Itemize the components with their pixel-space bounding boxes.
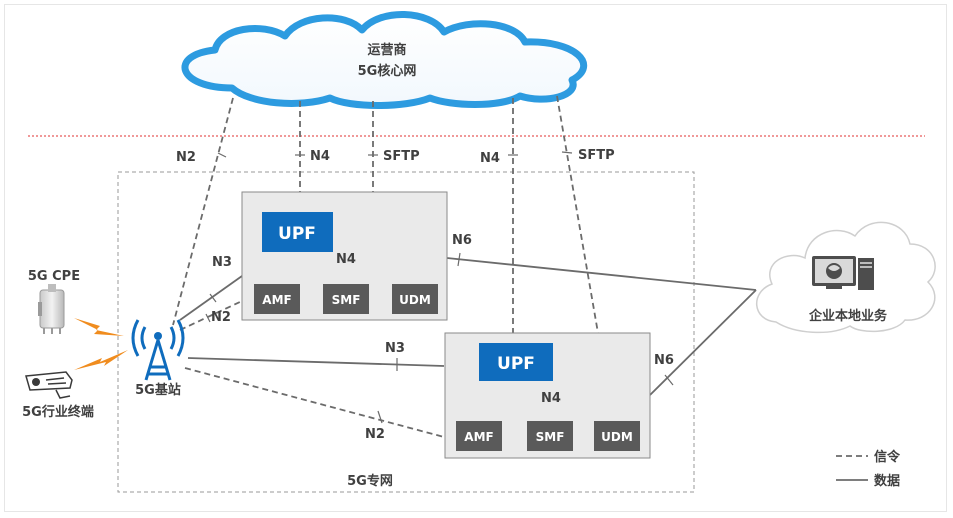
- base-station-label: 5G基站: [135, 382, 181, 398]
- amf-label-1: AMF: [262, 293, 291, 307]
- computer-icon: [812, 256, 874, 290]
- tick-sftp-right: [561, 151, 573, 154]
- udm-label-2: UDM: [601, 430, 633, 444]
- smf-label-1: SMF: [332, 293, 361, 307]
- smf-node-2: [527, 421, 573, 451]
- core-box-2: UPF N4 AMF SMF UDM: [444, 332, 651, 459]
- upf-label-2: UPF: [497, 354, 535, 374]
- cpe-label: 5G CPE: [28, 269, 80, 284]
- tick-n6-box1: [457, 252, 461, 267]
- tick-n3-upper: [209, 293, 217, 303]
- udm-node-1: [392, 284, 438, 314]
- upf-label-1: UPF: [278, 224, 316, 244]
- upf-node-1: [262, 212, 333, 252]
- label-n4-box1: N4: [336, 252, 356, 267]
- private-network-region: [117, 171, 695, 493]
- label-sftp-left: SFTP: [383, 149, 420, 164]
- lightning-bolt-cpe: [74, 318, 124, 336]
- label-n3-lower: N3: [385, 341, 405, 356]
- enterprise-label: 企业本地业务: [808, 308, 888, 324]
- n3-line-gnb-to-box1: [179, 275, 243, 321]
- upf-node-2: [479, 343, 553, 381]
- smf-label-2: SMF: [536, 430, 565, 444]
- legend: 信令 数据: [836, 449, 901, 489]
- udm-node-2: [594, 421, 640, 451]
- label-n6-box1: N6: [452, 233, 472, 248]
- label-n4-box2: N4: [541, 391, 561, 406]
- label-n6-box2: N6: [654, 353, 674, 368]
- n2-line-gnb-to-box1: [179, 300, 243, 331]
- label-n2-upper: N2: [211, 310, 231, 325]
- amf-label-2: AMF: [464, 430, 493, 444]
- camera-terminal-icon: [25, 371, 73, 399]
- enterprise-cloud: 企业本地业务: [755, 221, 936, 334]
- n2-line-gnb-to-box2: [184, 367, 445, 438]
- tick-n2-top: [217, 152, 227, 158]
- n6-line-box1-to-enterprise: [446, 257, 757, 291]
- label-n2-lower: N2: [365, 427, 385, 442]
- label-n4-top-left: N4: [310, 149, 330, 164]
- amf-node-2: [456, 421, 502, 451]
- base-station-icon: [131, 319, 185, 381]
- terminal-label: 5G行业终端: [22, 404, 94, 420]
- tick-n2-upper: [205, 313, 211, 323]
- amf-node-1: [254, 284, 300, 314]
- sftp-line-core-to-box2: [556, 95, 599, 334]
- cpe-device-icon: [38, 284, 65, 334]
- lightning-bolt-terminal: [74, 350, 128, 370]
- tick-n6-box2: [664, 374, 674, 386]
- n6-line-box2-to-enterprise: [649, 289, 757, 396]
- label-n2-top: N2: [176, 150, 196, 165]
- core-operator-label: 运营商: [367, 42, 406, 58]
- core-name-label: 5G核心网: [358, 63, 417, 79]
- private-network-label: 5G专网: [347, 473, 393, 489]
- label-n3-upper: N3: [212, 255, 232, 270]
- legend-signal-label: 信令: [874, 449, 901, 465]
- core-cloud: 运营商 5G核心网: [181, 11, 588, 109]
- diagram-frame: [4, 4, 947, 512]
- smf-node-1: [323, 284, 369, 314]
- label-n4-top-right: N4: [480, 151, 500, 166]
- n3-line-gnb-to-box2: [187, 357, 445, 367]
- label-sftp-right: SFTP: [578, 148, 615, 163]
- udm-label-1: UDM: [399, 293, 431, 307]
- core-box-1: UPF N4 AMF SMF UDM: [241, 191, 448, 321]
- tick-n2-lower: [377, 410, 383, 424]
- n2-line-core-to-gnb: [172, 97, 234, 326]
- legend-data-label: 数据: [874, 473, 900, 489]
